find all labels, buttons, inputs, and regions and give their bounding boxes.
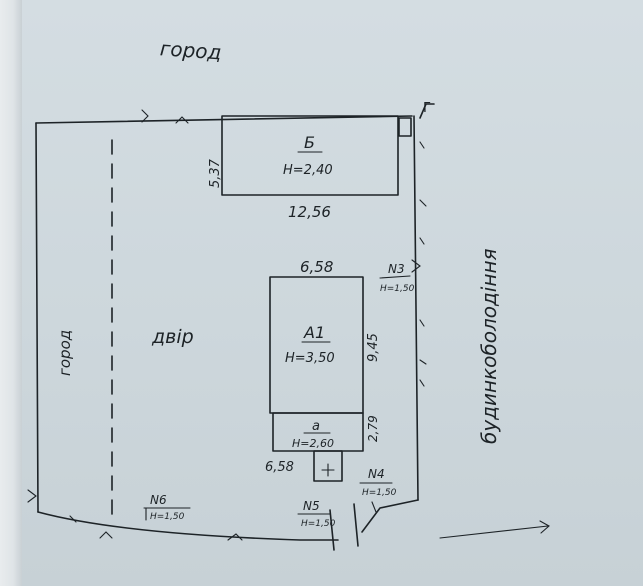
plot-boundary-top	[35, 115, 413, 124]
page-edge	[0, 0, 22, 586]
fence-n5: N5 H=1,50	[297, 499, 336, 529]
top-garden-label: город	[159, 36, 222, 64]
porch	[313, 450, 343, 482]
corner-mark-label: Г	[423, 101, 431, 116]
building-a-height: H=2,60	[292, 437, 334, 450]
street-arrow-line	[439, 525, 549, 539]
gate-post-box	[398, 117, 412, 137]
fence-n4: N4 H=1,50	[359, 467, 397, 498]
building-b-width: 12,56	[288, 203, 331, 221]
left-garden-label: город	[56, 330, 74, 376]
corner-mark	[419, 103, 435, 119]
fence-n6-name: N6	[150, 493, 167, 507]
plot-boundary-bottom	[37, 511, 339, 541]
fence-n6: N6 H=1,50	[143, 493, 191, 522]
yard-label: двір	[151, 326, 194, 348]
building-a1-height: H=3,50	[285, 351, 335, 366]
building-b-depth: 5,37	[208, 158, 223, 188]
building-a1	[269, 276, 364, 414]
street-label: будинкоболодіння	[477, 248, 501, 444]
building-a-width: 6,58	[265, 460, 294, 475]
street-arrow-head	[539, 520, 550, 534]
fence-n5-height: H=1,50	[301, 519, 336, 529]
building-a-depth: 2,79	[366, 415, 380, 442]
gate-post-right	[353, 503, 359, 547]
gate-leaf	[361, 499, 419, 533]
fence-n5-name: N5	[303, 499, 320, 513]
gate-post-left	[329, 509, 335, 551]
building-a-name: а	[312, 419, 320, 434]
paper-sheet	[22, 0, 643, 586]
fence-n4-height: H=1,50	[362, 488, 397, 498]
building-a1-name: А1	[303, 323, 325, 342]
fence-n3: N3 H=1,50	[379, 262, 415, 294]
building-a1-width: 6,58	[300, 258, 333, 276]
building-b	[221, 115, 399, 196]
building-b-height: H=2,40	[283, 163, 333, 178]
gate-tick	[371, 501, 377, 513]
fence-n4-name: N4	[368, 467, 385, 481]
fence-n3-height: H=1,50	[380, 284, 415, 294]
plot-boundary-right	[413, 115, 419, 501]
building-b-name: Б	[304, 133, 315, 152]
building-a1-depth: 9,45	[366, 333, 381, 362]
fence-n6-height: H=1,50	[150, 512, 185, 522]
plot-boundary-left	[35, 122, 39, 513]
boundary-ticks	[27, 109, 427, 541]
fence-n3-name: N3	[388, 262, 405, 276]
porch-mark	[321, 463, 335, 477]
